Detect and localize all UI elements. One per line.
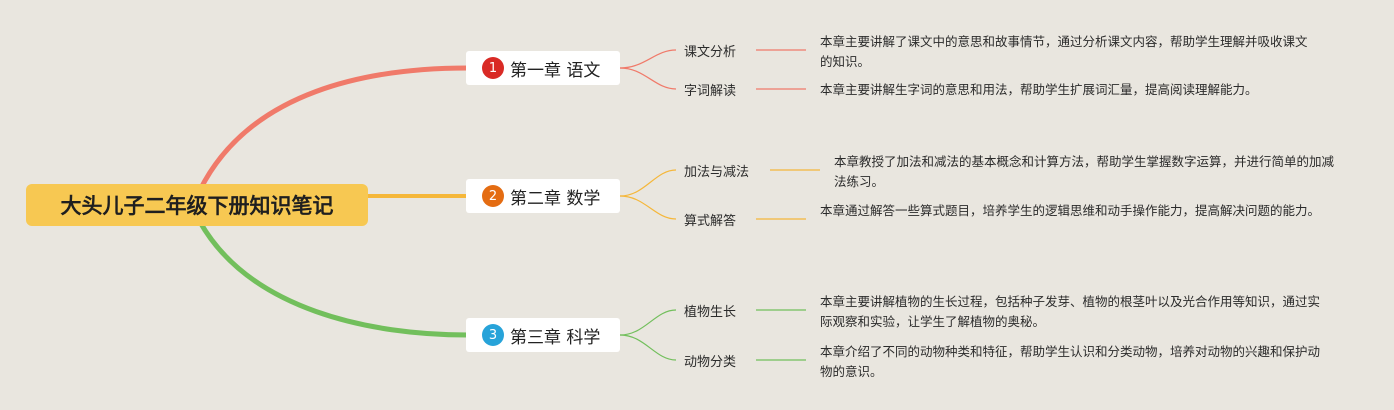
topic-description: 本章教授了加法和减法的基本概念和计算方法，帮助学生掌握数字运算，并进行简单的加减… [834, 154, 1335, 189]
connector-ch2-t2 [619, 195, 677, 220]
chapter-node-2[interactable]: 2 第二章 数学 [466, 179, 620, 213]
topic-node-zici-jiedu[interactable]: 字词解读 [684, 80, 736, 99]
chapter-title: 第一章 语文 [510, 60, 601, 81]
chapter-node-1[interactable]: 1 第一章 语文 [466, 51, 620, 85]
topic-label: 加法与减法 [684, 165, 750, 180]
topic-label: 动物分类 [684, 355, 737, 370]
topic-node-dongwu-fenlei[interactable]: 动物分类 [684, 351, 736, 370]
connector-ch1-t1 [619, 49, 677, 69]
root-node[interactable]: 大头儿子二年级下册知识笔记 [26, 184, 368, 226]
chapter-title: 第三章 科学 [510, 327, 601, 348]
connector-ch3-t2 [619, 334, 677, 361]
topic-description: 本章主要讲解植物的生长过程，包括种子发芽、植物的根茎叶以及光合作用等知识，通过实… [820, 294, 1321, 329]
connector-ch1-t2 [619, 67, 677, 90]
root-title: 大头儿子二年级下册知识笔记 [60, 194, 334, 218]
chapter-number-badge: 2 [482, 185, 504, 207]
topic-node-suanshi-jieda[interactable]: 算式解答 [684, 210, 736, 229]
connector-ch2-t1 [619, 169, 677, 197]
topic-description: 本章主要讲解了课文中的意思和故事情节，通过分析课文内容，帮助学生理解并吸收课文的… [820, 34, 1308, 69]
topic-label: 算式解答 [684, 214, 737, 229]
chapter-node-3[interactable]: 3 第三章 科学 [466, 318, 620, 352]
topic-label: 植物生长 [684, 305, 737, 320]
topic-description: 本章主要讲解生字词的意思和用法，帮助学生扩展词汇量，提高阅读理解能力。 [820, 82, 1258, 97]
connector-root-ch1 [197, 65, 469, 192]
topic-node-zhiwu-shengzhang[interactable]: 植物生长 [684, 301, 736, 320]
topic-description: 本章介绍了不同的动物种类和特征，帮助学生认识和分类动物，培养对动物的兴趣和保护动… [820, 344, 1321, 379]
connector-root-ch3 [197, 220, 469, 338]
topic-description: 本章通过解答一些算式题目，培养学生的逻辑思维和动手操作能力，提高解决问题的能力。 [820, 203, 1321, 218]
topic-node-jiafa-jianfa[interactable]: 加法与减法 [684, 161, 749, 180]
chapter-number-badge: 3 [482, 324, 504, 346]
chapter-title: 第二章 数学 [510, 188, 601, 209]
chapter-number-badge: 1 [482, 57, 504, 79]
topic-label: 课文分析 [684, 45, 737, 60]
connector-ch3-t1 [619, 309, 677, 336]
topic-node-kewen-fenxi[interactable]: 课文分析 [684, 41, 736, 60]
topic-label: 字词解读 [684, 84, 737, 99]
